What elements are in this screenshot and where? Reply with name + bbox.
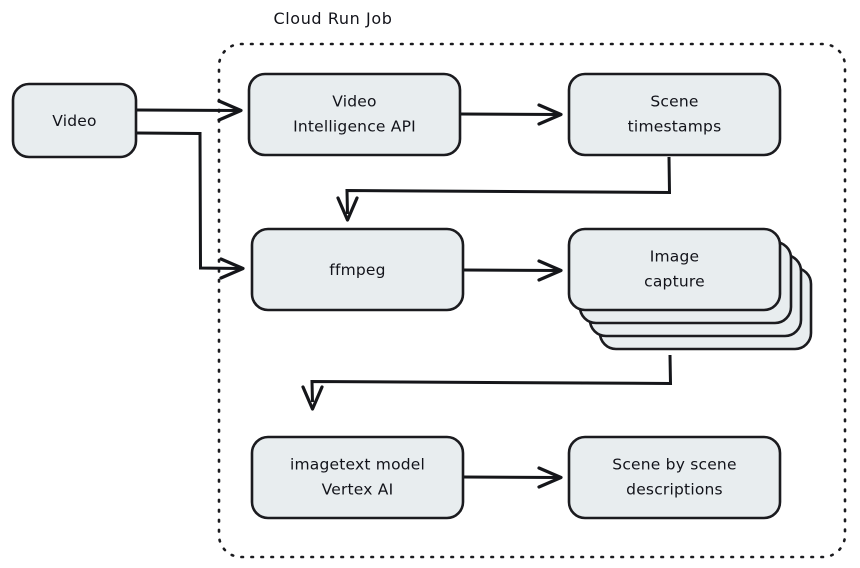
node-scene-timestamps-label-line1: Scene — [650, 93, 698, 111]
node-image-capture-shape[interactable] — [567, 227, 782, 312]
node-ffmpeg-shape[interactable] — [250, 227, 465, 312]
node-scene-timestamps-shape[interactable] — [567, 72, 782, 157]
edge-scene-timestamps-to-ffmpeg — [336, 156, 672, 222]
node-video-intelligence-api-label-line1: Video — [332, 93, 376, 111]
edge-image-capture-to-imagetext-model-vertex-ai — [301, 354, 673, 411]
node-scene-by-scene-descriptions[interactable]: Scene by scene descriptions — [567, 435, 782, 520]
node-video-intelligence-api-label-line2: Intelligence API — [293, 118, 416, 136]
node-video-label: Video — [52, 112, 96, 130]
edge-imagetext-model-to-scene-by-scene-descriptions — [462, 466, 563, 489]
node-image-capture-label-line1: Image — [650, 248, 700, 266]
node-ffmpeg[interactable]: ffmpeg — [250, 227, 465, 312]
edge-video-intelligence-api-to-scene-timestamps — [459, 103, 563, 126]
node-video-shape[interactable] — [11, 82, 138, 159]
node-imagetext-model-vertex-ai-label-line2: Vertex AI — [322, 481, 394, 499]
edge-video-to-video-intelligence-api — [136, 99, 243, 122]
node-imagetext-model-vertex-ai-shape[interactable] — [250, 435, 465, 520]
node-scene-timestamps[interactable]: Scene timestamps — [567, 72, 782, 157]
node-scene-by-scene-descriptions-shape[interactable] — [567, 435, 782, 520]
node-scene-timestamps-label-line2: timestamps — [628, 118, 722, 136]
node-imagetext-model-vertex-ai-label-line1: imagetext model — [290, 456, 425, 474]
node-image-capture-label-line2: capture — [644, 273, 705, 291]
node-scene-by-scene-descriptions-label-line2: descriptions — [626, 481, 723, 499]
edge-video-to-ffmpeg — [136, 131, 245, 280]
node-scene-by-scene-descriptions-label-line1: Scene by scene — [612, 456, 736, 474]
edge-ffmpeg-to-image-capture — [462, 259, 563, 282]
node-ffmpeg-label: ffmpeg — [329, 261, 385, 279]
node-image-capture[interactable]: Image capture — [567, 227, 813, 351]
cloud-run-job-boundary — [217, 42, 847, 559]
node-video-intelligence-api-shape[interactable] — [247, 72, 462, 157]
node-video[interactable]: Video — [11, 82, 138, 159]
node-video-intelligence-api[interactable]: Video Intelligence API — [247, 72, 462, 157]
group-label-cloud-run-job: Cloud Run Job — [273, 9, 392, 28]
node-imagetext-model-vertex-ai[interactable]: imagetext model Vertex AI — [250, 435, 465, 520]
